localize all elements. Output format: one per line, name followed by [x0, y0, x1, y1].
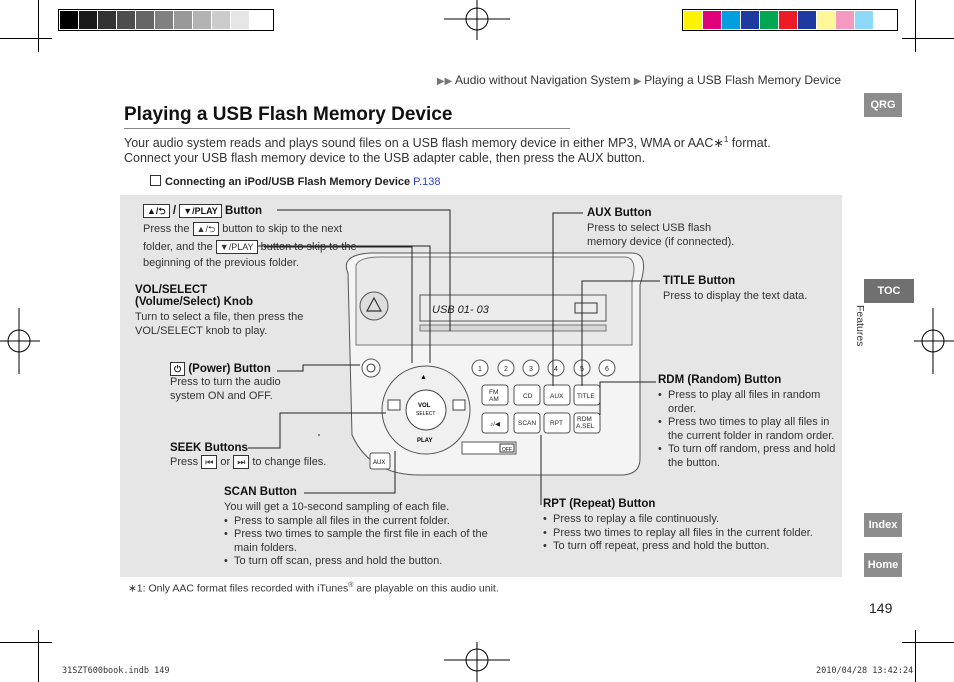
breadcrumb-part-2: Playing a USB Flash Memory Device	[644, 73, 841, 87]
reference-link[interactable]: Connecting an iPod/USB Flash Memory Devi…	[150, 174, 441, 188]
crop-mark	[38, 630, 39, 682]
reference-page: P.138	[413, 176, 441, 188]
gray-calibration-bar	[58, 9, 274, 31]
folder-buttons-desc: Press the ▲/⮌ button to skip to the next…	[143, 222, 357, 269]
hazard-icon	[365, 296, 383, 312]
crop-mark	[0, 38, 52, 39]
svg-text:VOL: VOL	[418, 403, 431, 409]
svg-text:RDM: RDM	[577, 416, 592, 423]
section-label-features: Features	[854, 305, 866, 347]
power-icon	[366, 363, 376, 373]
seek-back-icon: ⏮	[201, 455, 218, 469]
color-calibration-bar	[682, 9, 898, 31]
intro-line-2: Connect your USB flash memory device to …	[124, 151, 646, 165]
svg-text:OFF: OFF	[502, 447, 512, 453]
svg-text:AUX: AUX	[373, 460, 385, 466]
vol-knob-label-1: VOL/SELECT	[135, 284, 208, 296]
svg-text:CD: CD	[523, 393, 533, 400]
crop-mark	[915, 630, 916, 682]
breadcrumb-part-1[interactable]: Audio without Navigation System	[455, 73, 631, 87]
title-divider	[124, 128, 570, 129]
svg-text:TITLE: TITLE	[577, 393, 595, 400]
crop-mark	[902, 642, 954, 643]
svg-text:6: 6	[605, 366, 609, 373]
svg-text:SELECT: SELECT	[416, 411, 435, 417]
page-title: Playing a USB Flash Memory Device	[124, 104, 453, 125]
svg-text:1: 1	[478, 366, 482, 373]
seek-buttons-label: SEEK Buttons	[170, 442, 248, 454]
scan-button-desc: You will get a 10-second sampling of eac…	[224, 501, 509, 569]
svg-text:2: 2	[504, 366, 508, 373]
folder-up-key: ▲/⮌	[143, 204, 170, 218]
tab-toc[interactable]: TOC	[864, 279, 914, 303]
svg-text:A.SEL: A.SEL	[576, 423, 595, 430]
breadcrumb-arrow-icon: ▶▶	[436, 76, 456, 87]
page-number: 149	[869, 600, 893, 616]
svg-text:RPT: RPT	[550, 420, 563, 427]
svg-text:♪/◀: ♪/◀	[490, 421, 501, 428]
scan-button-label: SCAN Button	[224, 486, 297, 498]
crop-mark	[0, 642, 52, 643]
svg-text:▲: ▲	[420, 374, 427, 381]
rpt-button-label: RPT (Repeat) Button	[543, 498, 656, 510]
svg-text:FM: FM	[489, 389, 498, 396]
svg-text:4: 4	[554, 366, 558, 373]
aux-button-label: AUX Button	[587, 207, 652, 219]
power-icon: ⏻	[170, 362, 186, 376]
svg-text:SCAN: SCAN	[518, 420, 536, 427]
seek-forward-icon: ⏭	[233, 455, 250, 469]
rpt-button-desc: Press to replay a file continuously. Pre…	[543, 513, 838, 554]
intro-line-1: Your audio system reads and plays sound …	[124, 135, 771, 151]
footnote: ∗1: Only AAC format files recorded with …	[128, 582, 499, 595]
tab-qrg[interactable]: QRG	[864, 93, 902, 117]
crop-mark	[38, 0, 39, 52]
svg-text:AUX: AUX	[550, 393, 564, 400]
print-info-date: 2010/04/28 13:42:24	[816, 666, 914, 676]
print-info-file: 31SZT600book.indb 149	[62, 666, 170, 676]
svg-text:AM: AM	[489, 396, 499, 403]
tab-home[interactable]: Home	[864, 553, 902, 577]
breadcrumb-arrow-icon: ▶	[633, 76, 645, 87]
tab-index[interactable]: Index	[864, 513, 902, 537]
crop-mark	[902, 38, 954, 39]
display-text: USB 01- 03	[432, 304, 490, 316]
power-button-label: ⏻ (Power) Button	[170, 362, 271, 376]
folder-down-key: ▼/PLAY	[179, 204, 222, 218]
rdm-button-desc: Press to play all files in random order.…	[658, 389, 836, 471]
reference-icon	[150, 175, 161, 186]
svg-text:PLAY: PLAY	[417, 438, 432, 444]
breadcrumb: ▶▶ Audio without Navigation System ▶ Pla…	[437, 73, 841, 87]
seek-buttons-desc: Press ⏮ or ⏭ to change files.	[170, 455, 327, 469]
title-button-label: TITLE Button	[663, 275, 736, 287]
svg-text:3: 3	[529, 366, 533, 373]
crop-mark	[915, 0, 916, 52]
title-button-desc: Press to display the text data.	[663, 290, 808, 302]
rdm-button-label: RDM (Random) Button	[658, 374, 782, 386]
vol-knob-label-2: (Volume/Select) Knob	[135, 296, 253, 308]
folder-buttons-label: ▲/⮌ / ▼/PLAY Button	[143, 204, 262, 218]
